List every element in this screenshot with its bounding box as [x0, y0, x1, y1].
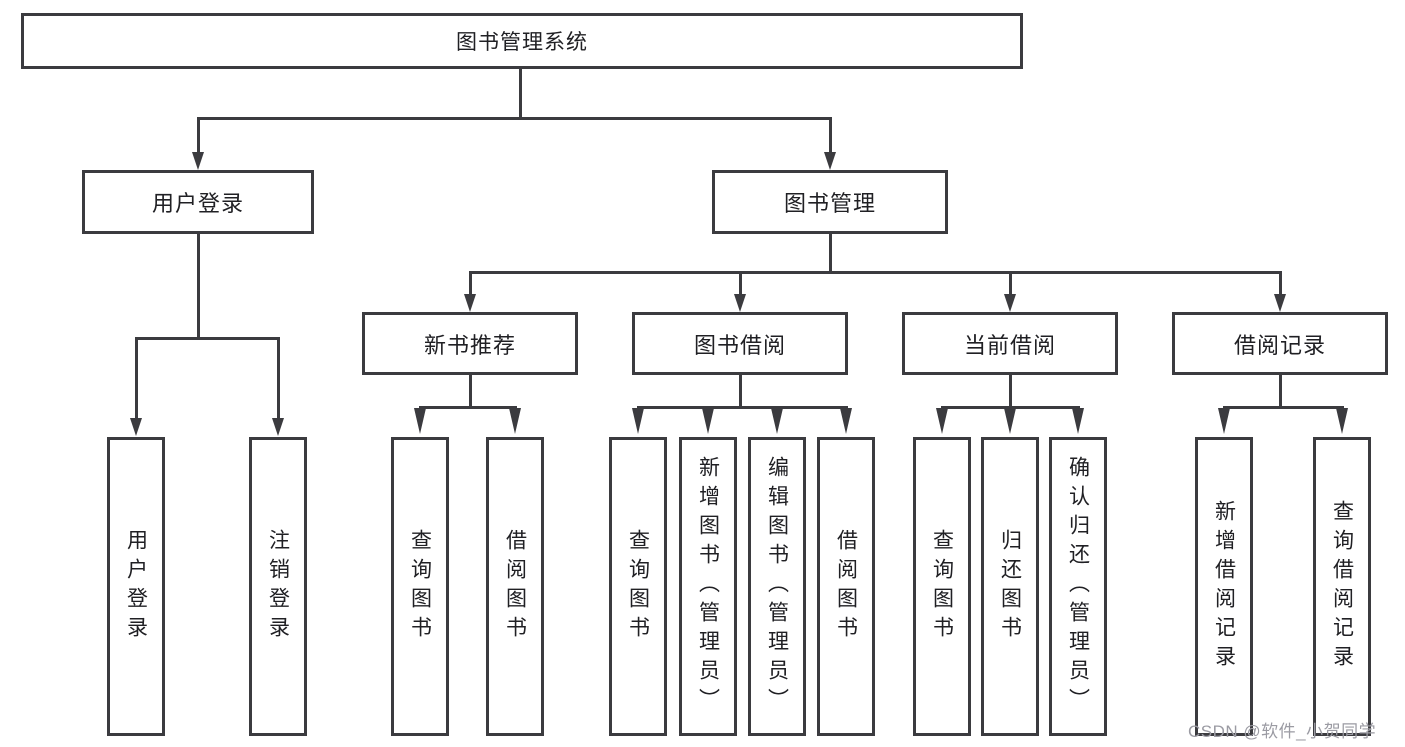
node-new-book-recommend: 新书推荐	[362, 312, 578, 375]
leaf-label: 查询图书	[626, 528, 650, 645]
arrow-down-login	[191, 152, 204, 170]
arrow-down-rec-query	[1335, 408, 1348, 434]
leaf-borrow-edit-admin: 编辑图书（管理员）	[748, 437, 806, 736]
arrow-down-bw-borrow	[839, 408, 852, 434]
connector-stem-borrow-records	[1278, 272, 1282, 296]
arrow-down-rec-add	[1217, 408, 1230, 434]
leaf-records-query: 查询借阅记录	[1313, 437, 1371, 736]
leaf-newbook-borrow: 借阅图书	[486, 437, 544, 736]
connector-login-trunk	[196, 234, 200, 338]
connector-stem-current-borrow	[1008, 272, 1012, 296]
connector-mgmt-trunk	[828, 234, 832, 272]
node-label: 借阅记录	[1233, 332, 1326, 358]
arrow-down-bw-query	[631, 408, 644, 434]
connector-stem-login	[196, 118, 200, 154]
arrow-down-cur-query	[935, 408, 948, 434]
leaf-label: 借阅图书	[503, 528, 527, 645]
connector-newbooks-branch	[418, 405, 517, 409]
node-book-management: 图书管理	[712, 170, 948, 234]
connector-records-trunk	[1278, 374, 1282, 407]
arrow-down-book-mgmt	[823, 152, 836, 170]
node-book-borrowing: 图书借阅	[632, 312, 848, 375]
leaf-label: 注销登录	[266, 528, 290, 645]
connector-current-branch	[940, 405, 1080, 409]
node-label: 图书管理	[783, 191, 876, 216]
arrow-down-current-borrow	[1003, 294, 1016, 312]
connector-stem-logout-leaf	[276, 338, 280, 420]
connector-level2-branch	[196, 116, 832, 120]
csdn-watermark: CSDN @软件_小贺同学	[1188, 722, 1377, 741]
node-borrowing-records: 借阅记录	[1172, 312, 1388, 375]
leaf-label: 归还图书	[998, 528, 1022, 645]
connector-login-branch	[134, 336, 280, 340]
leaf-label: 用户登录	[124, 528, 148, 645]
connector-stem-book-mgmt	[828, 118, 832, 154]
leaf-logout: 注销登录	[249, 437, 307, 736]
node-user-login: 用户登录	[82, 170, 314, 234]
leaf-borrow-borrow: 借阅图书	[817, 437, 875, 736]
leaf-current-confirm-admin: 确认归还（管理员）	[1049, 437, 1107, 736]
connector-records-branch	[1222, 405, 1344, 409]
connector-level3-branch	[468, 270, 1282, 274]
leaf-current-query: 查询图书	[913, 437, 971, 736]
arrow-down-cur-confirm	[1071, 408, 1084, 434]
leaf-borrow-add-admin: 新增图书（管理员）	[679, 437, 737, 736]
node-current-borrowing: 当前借阅	[902, 312, 1118, 375]
connector-stem-book-borrow	[738, 272, 742, 296]
arrow-down-logout-leaf	[271, 418, 284, 436]
node-label: 图书管理系统	[456, 31, 588, 54]
connector-stem-user-login-leaf	[134, 338, 138, 420]
leaf-user-login: 用户登录	[107, 437, 165, 736]
arrow-down-bw-add	[701, 408, 714, 434]
leaf-label: 新增图书（管理员）	[696, 456, 720, 717]
arrow-down-cur-return	[1003, 408, 1016, 434]
arrow-down-nb-query	[413, 408, 426, 434]
leaf-current-return: 归还图书	[981, 437, 1039, 736]
connector-current-trunk	[1008, 374, 1012, 407]
arrow-down-book-borrow	[733, 294, 746, 312]
leaf-borrow-query: 查询图书	[609, 437, 667, 736]
arrow-down-nb-borrow	[508, 408, 521, 434]
node-label: 当前借阅	[963, 332, 1056, 358]
leaf-label: 查询借阅记录	[1330, 499, 1354, 674]
arrow-down-user-login-leaf	[129, 418, 142, 436]
leaf-label: 查询图书	[930, 528, 954, 645]
arrow-down-borrow-records	[1273, 294, 1286, 312]
leaf-records-add: 新增借阅记录	[1195, 437, 1253, 736]
node-label: 图书借阅	[693, 332, 786, 358]
node-label: 新书推荐	[423, 332, 516, 358]
arrow-down-new-books	[463, 294, 476, 312]
leaf-label: 确认归还（管理员）	[1066, 456, 1090, 717]
connector-newbooks-trunk	[468, 374, 472, 407]
leaf-label: 查询图书	[408, 528, 432, 645]
leaf-label: 编辑图书（管理员）	[765, 456, 789, 717]
leaf-newbook-query: 查询图书	[391, 437, 449, 736]
leaf-label: 新增借阅记录	[1212, 499, 1236, 674]
connector-bookborrow-trunk	[738, 374, 742, 407]
node-label: 用户登录	[151, 191, 244, 216]
leaf-label: 借阅图书	[834, 528, 858, 645]
connector-bookborrow-branch	[636, 405, 848, 409]
arrow-down-bw-edit	[770, 408, 783, 434]
connector-root-trunk	[518, 69, 522, 118]
node-root-system: 图书管理系统	[21, 13, 1023, 69]
connector-stem-new-books	[468, 272, 472, 296]
